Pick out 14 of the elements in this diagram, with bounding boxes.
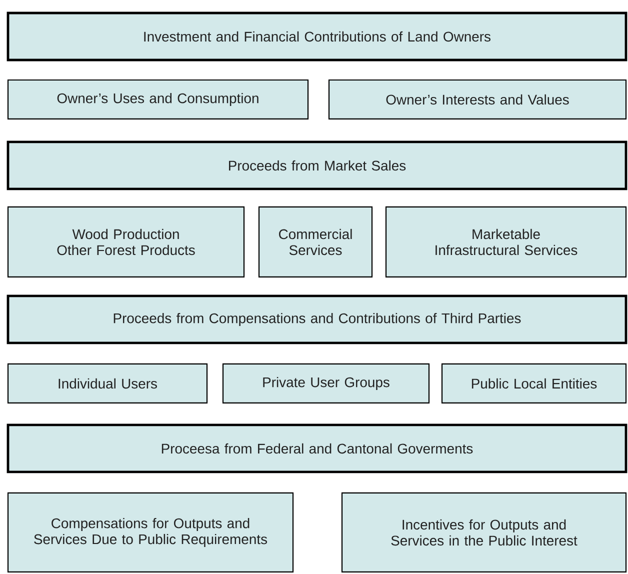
category-box: Commercial Services bbox=[258, 206, 373, 278]
category-box: Compensations for Outputs and Services Due to Public Requirements bbox=[7, 492, 294, 573]
thick-bordered-box: Proceeds from Market Sales bbox=[6, 140, 628, 190]
category-box: Owner’s Uses and Consumption bbox=[7, 79, 309, 120]
thick-bordered-box: Investment and Financial Contributions of Land Owners bbox=[6, 12, 628, 62]
category-box: Owner’s Interests and Values bbox=[328, 79, 627, 120]
category-box: Wood Production Other Forest Products bbox=[7, 206, 245, 278]
category-box: Individual Users bbox=[7, 363, 208, 404]
thick-bordered-box: Proceesa from Federal and Cantonal Goverments bbox=[6, 424, 628, 474]
category-box: Private User Groups bbox=[222, 363, 430, 404]
thick-bordered-box: Proceeds from Compensations and Contributions of Third Parties bbox=[6, 294, 628, 344]
category-box: Marketable Infrastructural Services bbox=[385, 206, 627, 278]
category-box: Incentives for Outputs and Services in the Public Interest bbox=[341, 492, 627, 573]
category-box: Public Local Entities bbox=[441, 363, 627, 404]
